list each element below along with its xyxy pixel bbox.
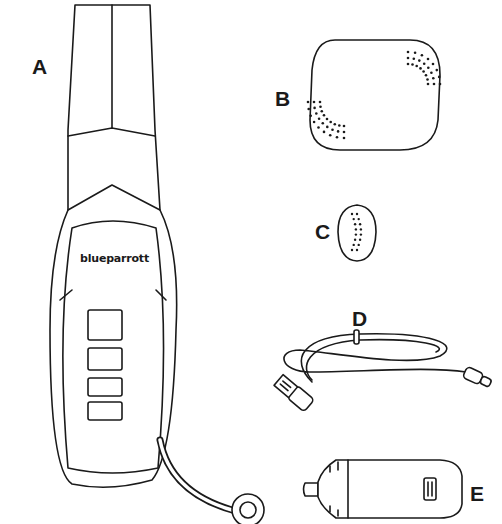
perforation-dot: [427, 58, 430, 61]
callout-letter: E: [470, 483, 484, 504]
perforation-dot: [351, 249, 353, 251]
car-charger: [304, 460, 463, 518]
perforation-dot: [414, 52, 417, 55]
perforation-dot: [343, 137, 346, 140]
perforation-dot: [358, 218, 360, 220]
perforation-dot: [337, 130, 340, 133]
perforation-dot: [309, 115, 312, 118]
perforation-dot: [338, 124, 341, 127]
usb-cable: [273, 330, 492, 412]
perforation-dot: [313, 101, 316, 104]
callout-letter: B: [275, 88, 290, 109]
perforation-dot: [422, 70, 425, 73]
perforation-dot: [331, 128, 334, 131]
perforation-dot: [351, 213, 353, 215]
perforation-dot: [415, 65, 418, 68]
perforation-dot: [307, 108, 310, 111]
perforation-dot: [323, 131, 326, 134]
perforation-dot: [313, 121, 316, 124]
small-ear-cushion: [338, 205, 376, 261]
callout-letter: D: [352, 308, 367, 329]
perforation-dot: [360, 233, 362, 235]
perforation-dot: [433, 83, 436, 86]
perforation-dot: [407, 51, 410, 54]
perforation-dot: [313, 107, 316, 110]
large-ear-cushion: [307, 40, 442, 150]
perforation-dot: [359, 239, 361, 241]
perforation-dot: [334, 123, 337, 126]
perforation-dot: [432, 77, 435, 80]
perforation-dot: [356, 213, 358, 215]
callout-letter: A: [32, 56, 47, 77]
perforation-dot: [329, 121, 332, 124]
perforation-dot: [315, 112, 318, 115]
perforation-dot: [355, 228, 357, 230]
perforation-dot: [407, 57, 410, 60]
perforation-dot: [307, 101, 310, 104]
perforation-dot: [436, 69, 439, 72]
perforation-dot: [423, 62, 426, 65]
perforation-dot: [427, 83, 430, 86]
perforation-dot: [354, 239, 356, 241]
perforation-dot: [321, 110, 324, 113]
perforation-dot: [354, 223, 356, 225]
perforation-dot: [317, 126, 320, 129]
perforation-dot: [353, 244, 355, 246]
perforation-dot: [343, 131, 346, 134]
perforation-dot: [430, 71, 433, 74]
perforation-dot: [355, 233, 357, 235]
perforation-dot: [359, 223, 361, 225]
perforation-dot: [326, 126, 329, 129]
perforation-dot: [438, 76, 441, 79]
perforation-dot: [336, 136, 339, 139]
callout-letter: C: [315, 221, 330, 242]
perforation-dot: [318, 117, 321, 120]
perforation-dot: [411, 63, 414, 66]
perforation-dot: [427, 67, 430, 70]
perforation-dot: [319, 101, 322, 104]
perforation-dot: [425, 74, 428, 77]
perforation-dot: [439, 83, 442, 86]
perforation-dot: [353, 218, 355, 220]
perforation-dot: [343, 125, 346, 128]
perforation-dot: [407, 63, 410, 66]
perforation-dot: [419, 67, 422, 70]
perforation-dot: [360, 228, 362, 230]
perforation-dot: [322, 122, 325, 125]
perforation-dot: [323, 114, 326, 117]
brand-name: blueparrott: [80, 253, 149, 264]
perforation-dot: [358, 244, 360, 246]
perforation-dot: [326, 118, 329, 121]
perforation-dot: [418, 59, 421, 62]
perforation-dot: [329, 134, 332, 137]
perforation-dot: [319, 105, 322, 108]
headset: [50, 5, 264, 524]
perforation-dot: [356, 249, 358, 251]
perforation-dot: [426, 78, 429, 81]
perforation-dot: [432, 63, 435, 66]
perforation-dot: [413, 57, 416, 60]
perforation-dot: [421, 54, 424, 57]
